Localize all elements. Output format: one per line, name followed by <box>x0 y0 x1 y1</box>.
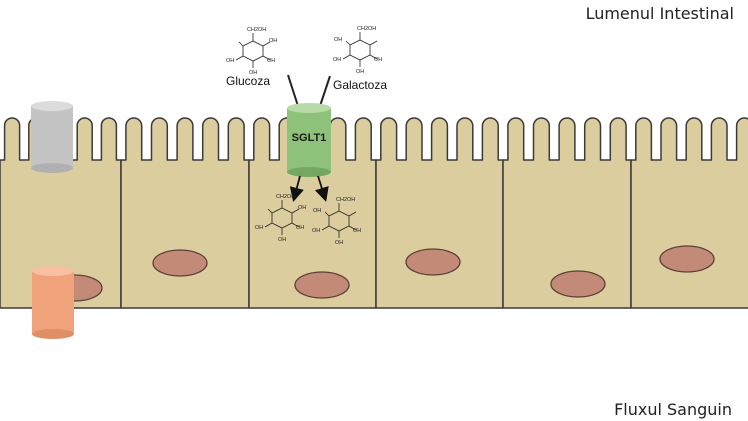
cell-nucleus <box>659 245 715 273</box>
oh-text: OH <box>312 228 320 234</box>
cell-nucleus <box>405 248 461 276</box>
sglt1-label: SGLT1 <box>292 132 327 144</box>
ch2oh-text: CH2OH <box>276 194 295 200</box>
sglt1-transporter: SGLT1 <box>287 74 331 177</box>
arrow-galactose-in <box>314 175 329 202</box>
cell-nucleus <box>294 271 350 299</box>
glucose-label: Glucoza <box>226 74 270 88</box>
epithelial-cell <box>630 117 748 309</box>
galactose-molecule-lumen: CH2OH OH OH OH OH <box>333 26 382 75</box>
ch2oh-text: CH2OH <box>247 27 266 33</box>
blood-label: Fluxul Sanguin <box>614 400 732 419</box>
gray-channel <box>31 101 73 173</box>
epithelial-cell <box>120 117 250 309</box>
oh-text: OH <box>298 205 306 211</box>
cell-nucleus <box>550 270 606 298</box>
glucose-molecule-lumen: CH2OH OH OH OH OH <box>226 27 277 76</box>
cell-nucleus <box>152 249 208 277</box>
lumen-label: Lumenul Intestinal <box>586 4 734 23</box>
transport-arrows <box>289 175 329 202</box>
oh-text: OH <box>356 69 364 75</box>
oh-text: OH <box>296 225 304 231</box>
glucose-molecule-cell: CH2OH OH OH OH OH <box>255 194 306 243</box>
oh-text: OH <box>374 57 382 63</box>
galactose-molecule-cell: CH2OH OH OH OH OH <box>312 197 361 246</box>
oh-text: OH <box>226 58 234 64</box>
oh-text: OH <box>353 228 361 234</box>
epithelial-cell <box>375 117 504 309</box>
epithelium <box>0 117 748 309</box>
galactose-label: Galactoza <box>333 78 387 92</box>
oh-text: OH <box>267 58 275 64</box>
oh-text: OH <box>334 37 342 43</box>
oh-text: OH <box>269 38 277 44</box>
oh-text: OH <box>255 225 263 231</box>
oh-text: OH <box>278 237 286 243</box>
oh-text: OH <box>313 208 321 214</box>
epithelial-cell <box>502 117 632 309</box>
oh-text: OH <box>333 57 341 63</box>
ch2oh-text: CH2OH <box>357 26 376 32</box>
orange-channel <box>32 266 74 339</box>
arrow-glucose-in <box>289 175 304 202</box>
oh-text: OH <box>335 240 343 246</box>
oh-text: OH <box>249 70 257 76</box>
ch2oh-text: CH2OH <box>336 197 355 203</box>
